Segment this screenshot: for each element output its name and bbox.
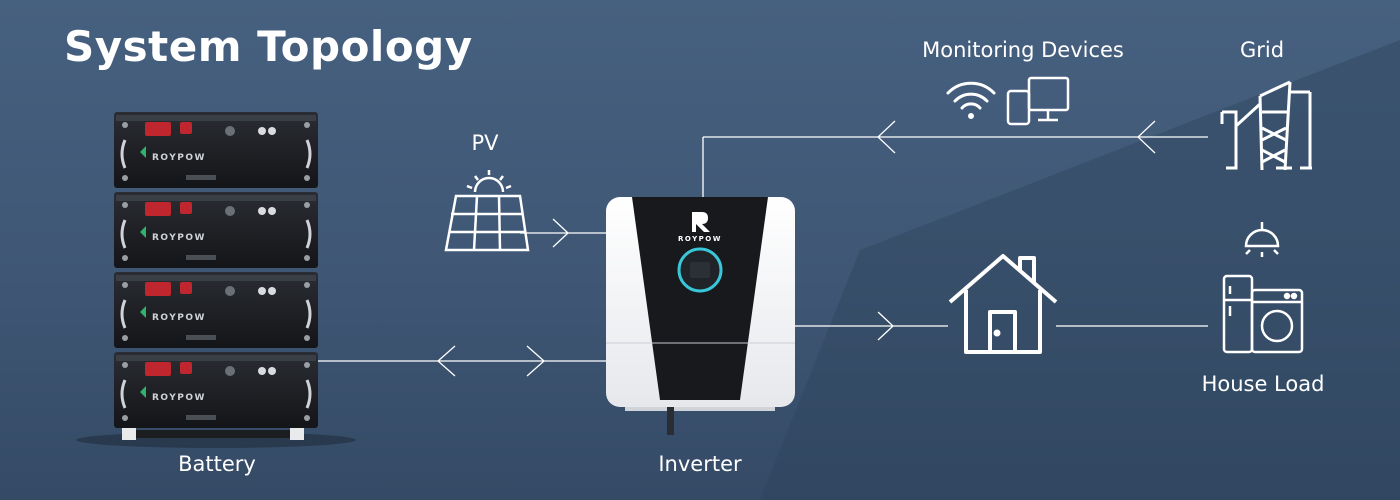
phone-monitor-icon [1006,76,1070,126]
inverter-brand: ROYPOW [678,235,722,243]
arrow-from-grid [1137,120,1156,154]
house-icon [948,254,1058,354]
inverter-unit: ROYPOW [606,197,795,435]
battery-module: ROYPOW [114,112,318,188]
svg-text:ROYPOW: ROYPOW [152,313,206,323]
battery-module: ROYPOW [114,192,318,268]
grid-label: Grid [1239,38,1285,62]
arrow-to-house [877,311,894,341]
ceiling-lamp-icon [1244,222,1280,257]
svg-text:ROYPOW: ROYPOW [152,153,206,163]
svg-text:ROYPOW: ROYPOW [152,233,206,243]
flow-lines [318,120,1208,377]
monitoring-devices-label: Monitoring Devices [922,38,1124,62]
page-title: System Topology [64,22,473,71]
inverter-label: Inverter [658,452,742,476]
fridge-washer-icon [1222,274,1304,354]
solar-panel-icon [444,170,530,252]
arrow-to-monitoring [877,120,896,154]
house-load-label: House Load [1201,372,1325,396]
battery-label: Battery [178,452,256,476]
pv-label: PV [471,131,499,155]
battery-module: ROYPOW [114,352,318,428]
wifi-icon [946,81,996,119]
arrow-pv [552,218,569,248]
arrow-to-inverter [526,345,545,377]
battery-stack: ROYPOW ROYPOW [76,112,356,448]
transmission-tower-icon [1220,80,1312,171]
svg-text:ROYPOW: ROYPOW [152,393,206,403]
arrow-to-battery [437,345,456,377]
brand-logo [692,212,710,232]
battery-module: ROYPOW [114,272,318,348]
